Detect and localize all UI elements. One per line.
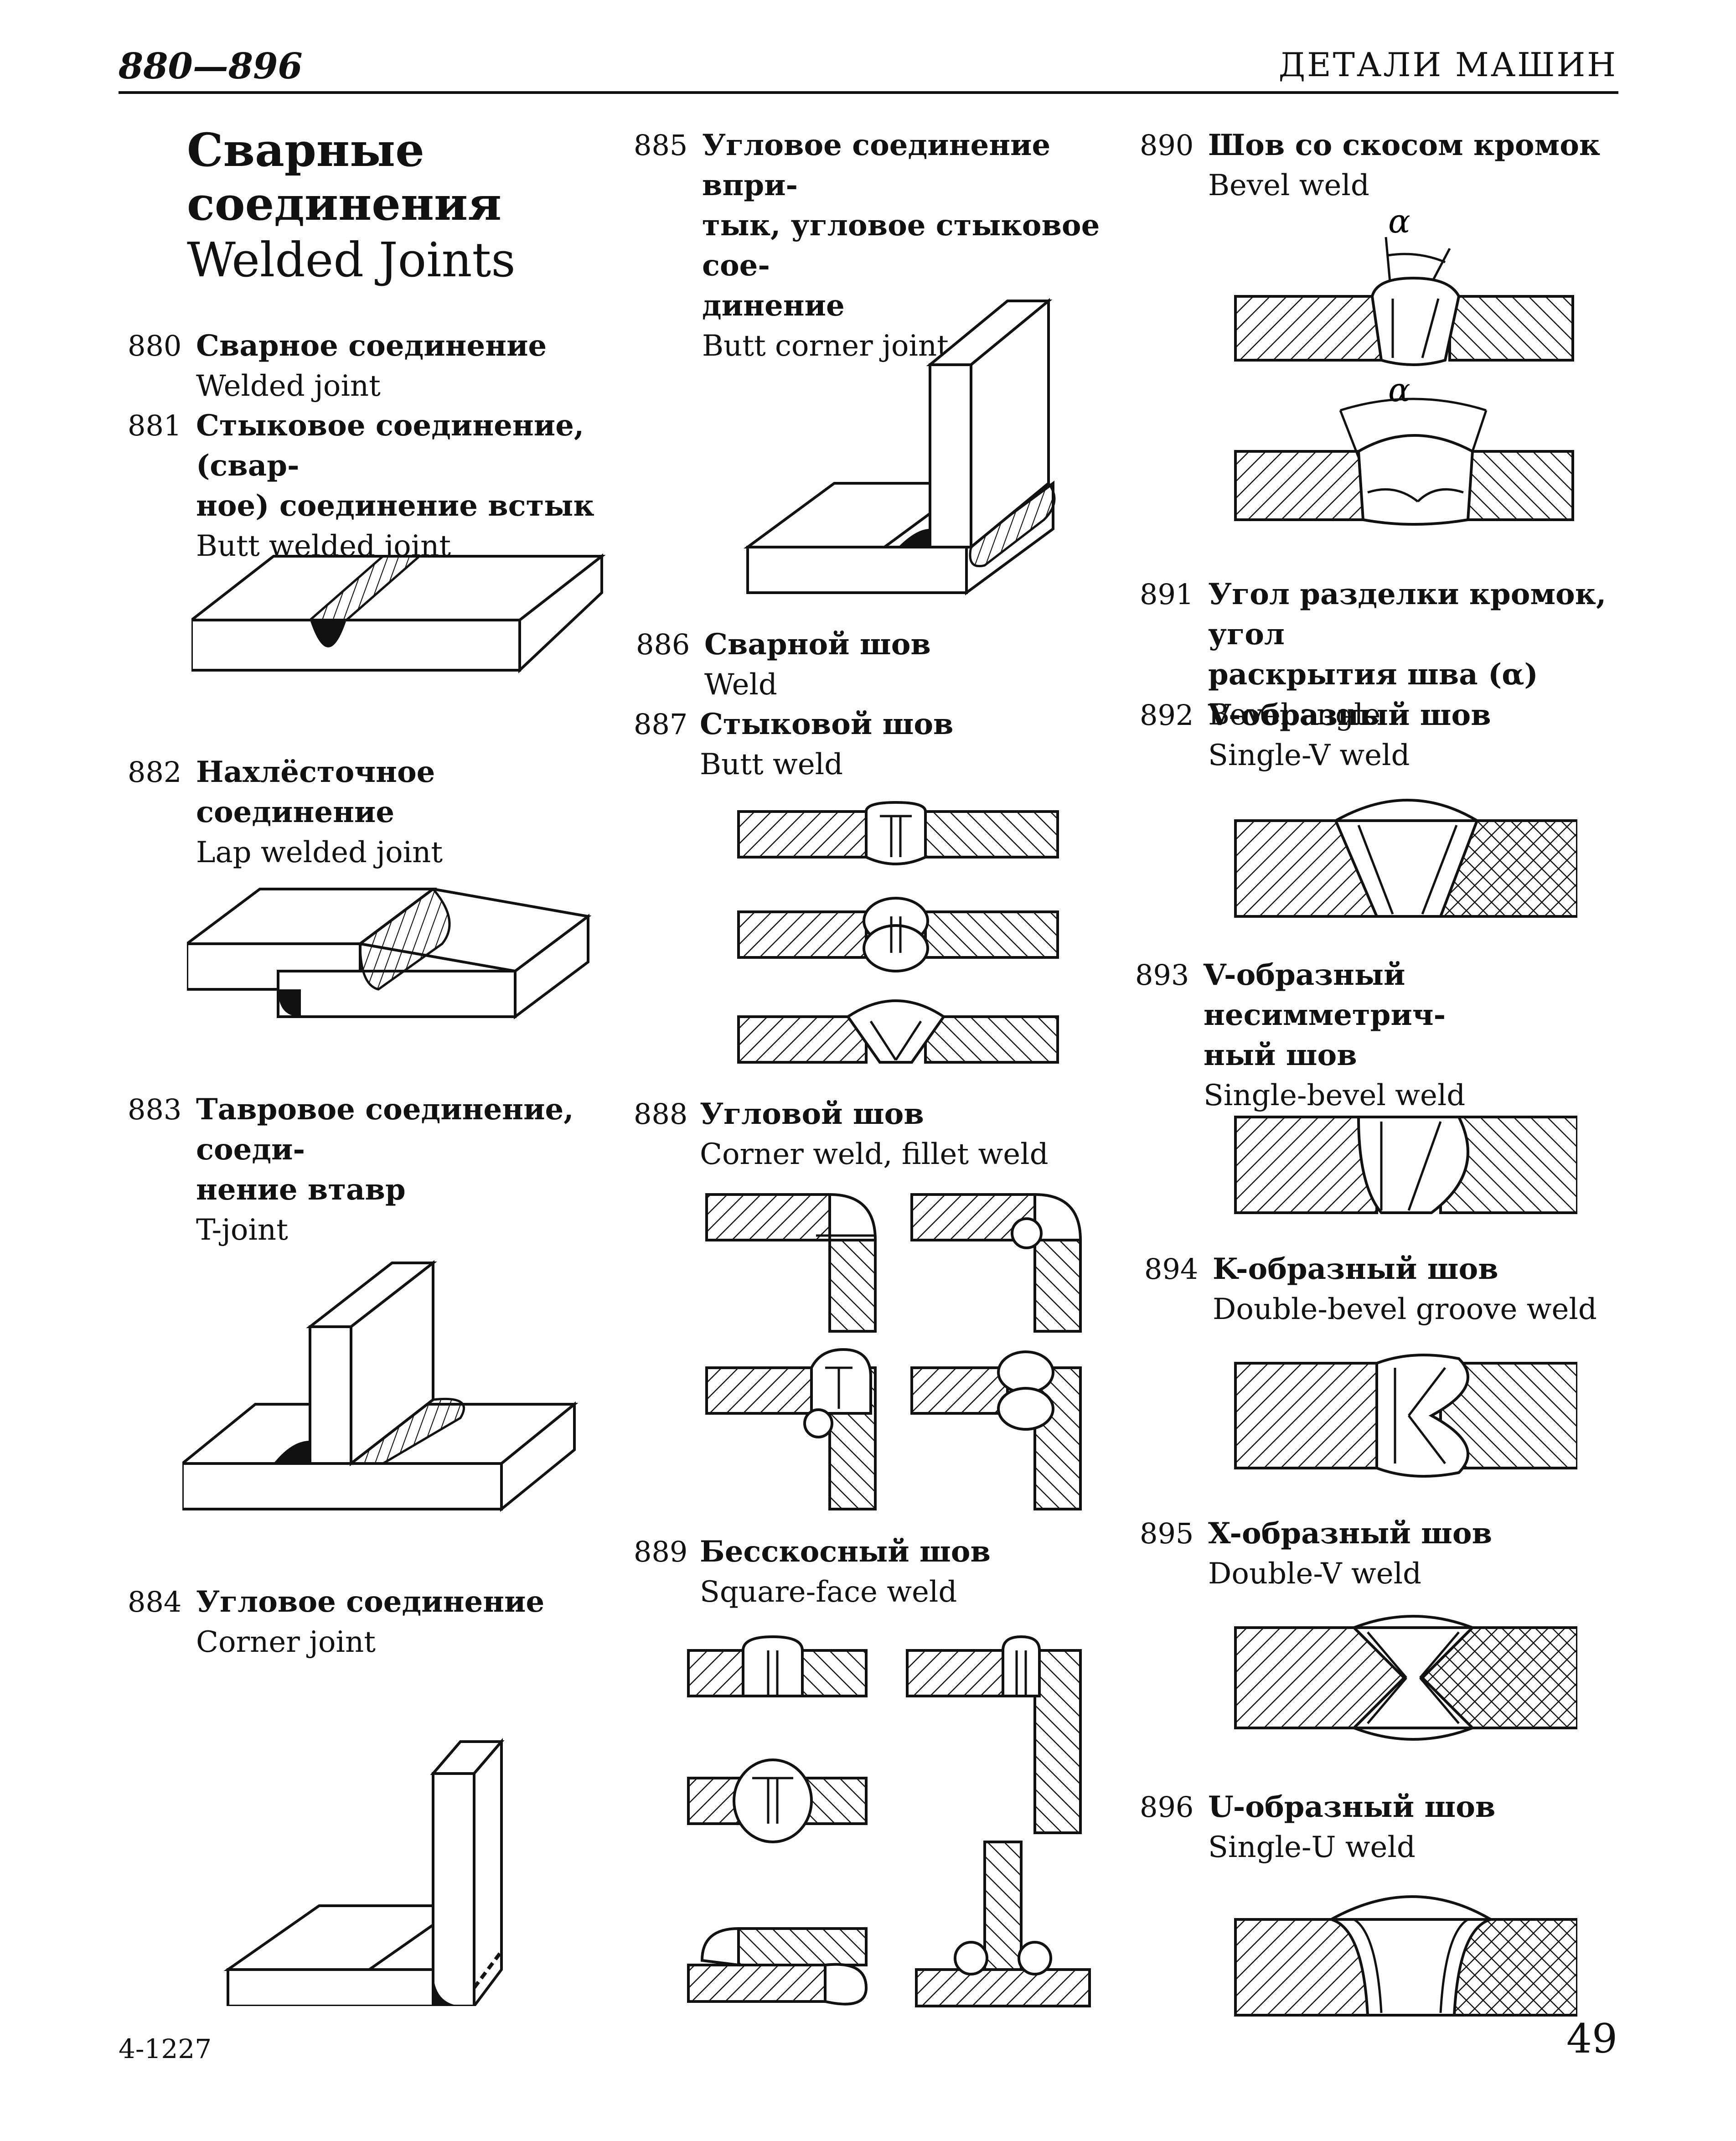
entry-en: Square-face weld (700, 1575, 957, 1609)
alpha-label: α (1388, 202, 1410, 240)
lap-welded-joint-figure (187, 887, 592, 1019)
entry-ru: Сварной шов (704, 627, 931, 662)
entry-en: Corner weld, fillet weld (700, 1138, 1049, 1171)
single-u-weld-figure (1234, 1895, 1577, 2017)
butt-weld-figures (737, 801, 1059, 1064)
entry-ru: V-образный шов (1208, 698, 1491, 732)
double-v-weld-figure (1234, 1615, 1577, 1741)
entry-number: 890 (1140, 129, 1194, 162)
entry-number: 886 (636, 628, 690, 661)
double-bevel-weld-figure (1234, 1354, 1577, 1478)
entry-ru: Угол разделки кромок, угол (1208, 577, 1607, 652)
entry-number: 887 (634, 708, 688, 741)
corner-joint-figure (223, 1738, 505, 2006)
entry-en: Butt weld (700, 748, 843, 781)
entry-number: 894 (1144, 1252, 1199, 1286)
entry-ru: X-образный шов (1208, 1516, 1493, 1551)
header-rule (119, 91, 1618, 94)
entry-ru: Бесскосный шов (700, 1535, 991, 1569)
entry-en: Single-V weld (1208, 739, 1410, 772)
fillet-weld-figures (705, 1193, 1082, 1510)
entry-number: 882 (128, 755, 182, 789)
entry-en: T-joint (196, 1213, 288, 1247)
title-ru-line1: Сварные (187, 123, 424, 177)
entry-number: 881 (128, 409, 182, 442)
entry-ru: Шов со скосом кромок (1208, 128, 1601, 162)
entry-ru: Угловое соединение впри- (702, 128, 1051, 202)
entry-number: 883 (128, 1093, 182, 1126)
entry-en: Single-bevel weld (1204, 1079, 1466, 1112)
entry-en: Bevel angle (1208, 698, 1381, 732)
single-v-weld-figure (1234, 799, 1577, 918)
entry-ru: раскрытия шва (α) (1208, 657, 1538, 692)
page-title-en: Welded Joints (187, 232, 516, 288)
entry-number: 891 (1140, 578, 1194, 611)
entry-ru: Нахлёсточное соединение (196, 755, 435, 829)
entry-en: Weld (704, 668, 777, 702)
entry-number: 885 (634, 129, 688, 162)
title-ru-line2: соединения (187, 177, 502, 231)
entry-en: Double-V weld (1208, 1557, 1421, 1591)
entry-ru: V-образный несимметрич- (1204, 958, 1446, 1032)
butt-welded-joint-figure (191, 553, 606, 673)
entry-ru: тык, угловое стыковое сое- (702, 208, 1100, 283)
section-title: ДЕТАЛИ МАШИН (1278, 46, 1617, 84)
entry-en: Double-bevel groove weld (1213, 1293, 1597, 1326)
page-title: Сварные соединения (187, 123, 597, 231)
entry-ru: U-образный шов (1208, 1790, 1496, 1824)
entry-ru: Стыковой шов (700, 707, 954, 741)
alpha-label: α (1388, 371, 1410, 409)
entry-ru: ное) соединение встык (196, 489, 594, 523)
t-joint-figure (182, 1260, 579, 1512)
single-bevel-weld-figure (1234, 1116, 1577, 1214)
entry-ru: Угловой шов (700, 1097, 924, 1131)
page-number: 49 (1566, 2015, 1617, 2062)
entry-ru: Стыковое соединение, (свар- (196, 409, 584, 483)
entry-en: Welded joint (196, 369, 381, 403)
entry-number: 892 (1140, 698, 1194, 732)
entry-ru: Сварное соединение (196, 329, 547, 363)
page-range: 880—896 (119, 46, 303, 87)
entry-ru: ный шов (1204, 1038, 1357, 1072)
entry-en: Corner joint (196, 1625, 376, 1659)
entry-number: 880 (128, 329, 182, 362)
entry-ru: динение (702, 289, 845, 323)
entry-en: Bevel weld (1208, 169, 1369, 202)
square-face-weld-figures (687, 1635, 1091, 2007)
bevel-weld-figures: α α (1234, 202, 1574, 526)
entry-number: 893 (1135, 958, 1189, 992)
entry-number: 895 (1140, 1517, 1194, 1550)
entry-ru: нение втавр (196, 1173, 406, 1207)
entry-number: 896 (1140, 1790, 1194, 1824)
entry-ru: Угловое соединение (196, 1585, 545, 1619)
entry-ru: K-образный шов (1213, 1252, 1498, 1286)
entry-ru: Тавровое соединение, соеди- (196, 1092, 574, 1167)
entry-en: Lap welded joint (196, 836, 443, 869)
print-signature: 4-1227 (119, 2033, 212, 2064)
entry-number: 888 (634, 1097, 688, 1131)
entry-number: 889 (634, 1535, 688, 1568)
entry-en: Single-U weld (1208, 1831, 1416, 1864)
entry-number: 884 (128, 1585, 182, 1619)
butt-corner-joint-figure (743, 298, 1056, 595)
entry-en: Butt corner joint (702, 329, 949, 363)
